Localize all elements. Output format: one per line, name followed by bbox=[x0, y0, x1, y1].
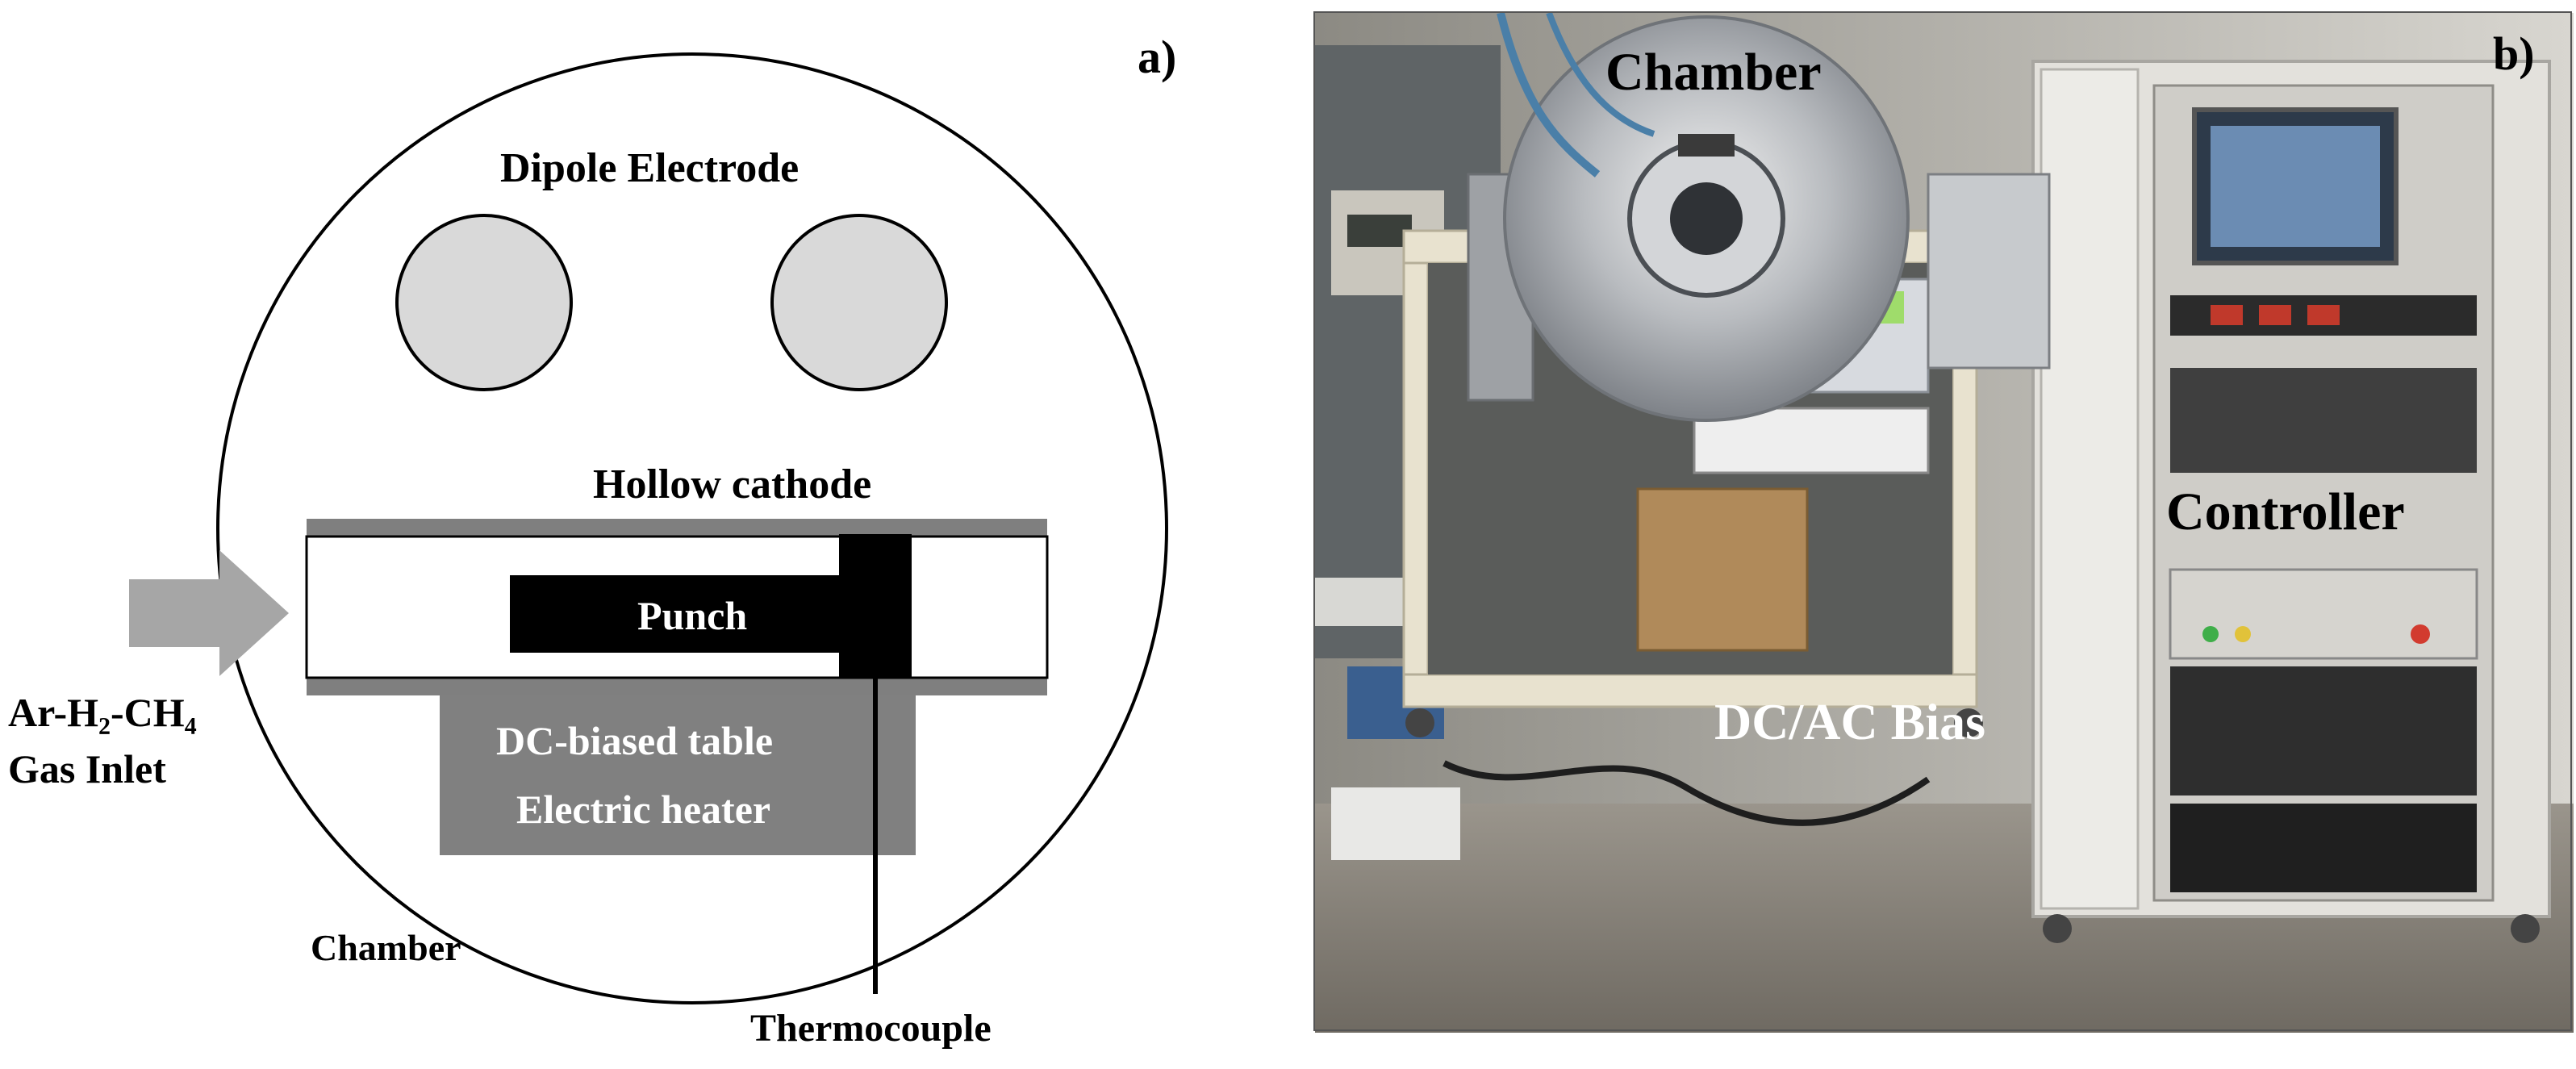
hollow-cathode-label: Hollow cathode bbox=[593, 461, 871, 507]
controller-label: Controller bbox=[2166, 482, 2405, 541]
schematic-diagram: a) Dipole Electrode Hollow cathode Punch… bbox=[8, 31, 1176, 1050]
controller-bottom-unit bbox=[2170, 804, 2477, 892]
gas-inlet-composition-label: Ar-H₂-CH₄ bbox=[8, 690, 197, 735]
caster-cabinet-left bbox=[2043, 914, 2072, 943]
controller-screen-content bbox=[2211, 126, 2380, 247]
caster-cabinet-right bbox=[2511, 914, 2540, 943]
controller-readout-3 bbox=[2307, 305, 2340, 325]
chamber-viewport bbox=[1670, 182, 1743, 255]
chamber-gas-line-2 bbox=[1546, 13, 1655, 137]
controller-indicator-yellow bbox=[2235, 626, 2251, 642]
left-instrument-display bbox=[1347, 215, 1412, 247]
chamber-frame-bottom bbox=[1402, 673, 1978, 708]
panel-b-tag: b) bbox=[2493, 27, 2535, 80]
cardboard-box bbox=[1636, 487, 1809, 652]
punch-holder bbox=[839, 534, 912, 678]
electric-heater-label: Electric heater bbox=[516, 787, 770, 832]
chamber-frame-left-post bbox=[1402, 245, 1430, 700]
panel-a-tag: a) bbox=[1138, 31, 1176, 83]
gas-inlet-arrow-icon bbox=[129, 550, 289, 676]
dc-ac-bias-label: DC/AC Bias bbox=[1714, 693, 1985, 750]
controller-indicator-red bbox=[2411, 624, 2430, 644]
controller-power-unit bbox=[2170, 666, 2477, 795]
punch-label: Punch bbox=[637, 593, 747, 638]
caster-right bbox=[1954, 708, 1983, 737]
dipole-electrode-left bbox=[395, 214, 573, 391]
gas-inlet-label: Gas Inlet bbox=[8, 746, 166, 791]
controller-indicator-green bbox=[2202, 626, 2219, 642]
controller-vent-panel bbox=[2170, 368, 2477, 473]
caster-left bbox=[1405, 708, 1434, 737]
hollow-cathode-bottom-plate bbox=[307, 678, 1047, 695]
left-paper bbox=[1331, 787, 1460, 860]
punch-block bbox=[510, 575, 841, 653]
chamber-label-b: Chamber bbox=[1605, 43, 1822, 102]
chamber-gas-line bbox=[1497, 13, 1601, 177]
controller-meter-panel bbox=[2169, 568, 2478, 660]
controller-readout-1 bbox=[2211, 305, 2243, 325]
hollow-cathode-top-plate bbox=[307, 519, 1047, 537]
chamber-side-box-right bbox=[1927, 173, 2051, 370]
thermocouple-label: Thermocouple bbox=[750, 1007, 992, 1050]
equipment-photo: b) Chamber Controller DC/AC Bias bbox=[1315, 13, 2574, 1033]
dipole-electrode-label: Dipole Electrode bbox=[500, 145, 799, 191]
controller-side-door bbox=[2040, 68, 2140, 910]
dc-biased-table bbox=[440, 695, 916, 855]
chamber-nameplate bbox=[1678, 134, 1735, 157]
floor-cables bbox=[1442, 760, 1931, 826]
controller-readout-2 bbox=[2259, 305, 2291, 325]
dc-biased-table-label: DC-biased table bbox=[496, 718, 773, 763]
dipole-electrode-right bbox=[770, 214, 948, 391]
chamber-label-a: Chamber bbox=[311, 927, 461, 968]
